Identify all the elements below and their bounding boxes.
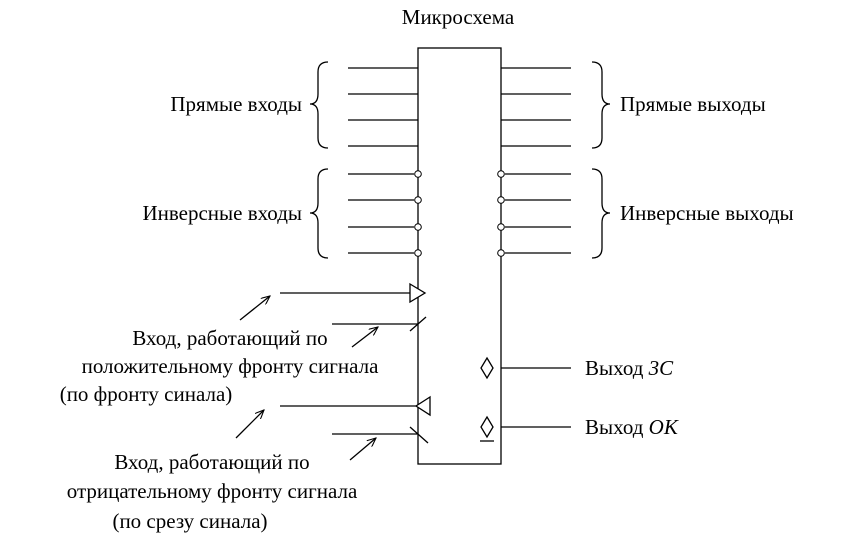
rising-edge-label-line2: положительному фронту сигнала [82, 354, 379, 378]
brace-inverse-inputs [309, 168, 329, 259]
inverse-inputs-label: Инверсные входы [142, 201, 302, 225]
falling-edge-label-line3: (по срезу синала) [112, 509, 267, 533]
output-3s-label: Выход 3С [585, 356, 674, 380]
brace-inverse-outputs [591, 168, 611, 259]
brace-direct-outputs [591, 61, 611, 149]
three-state-symbol [480, 356, 494, 380]
falling-edge-input-symbol [280, 395, 431, 417]
rising-edge-input-symbol [280, 282, 427, 304]
rising-edge-slash-input [332, 316, 427, 332]
direct-inputs-label: Прямые входы [170, 92, 302, 116]
output-ok-label: Выход ОК [585, 415, 679, 439]
falling-pointer-arrow-1 [235, 410, 264, 439]
rising-edge-label-line3: (по фронту синала) [60, 382, 233, 406]
inverse-outputs-label: Инверсные выходы [620, 201, 794, 225]
direct-output-lines [501, 67, 571, 147]
direct-outputs-label: Прямые выходы [620, 92, 766, 116]
falling-pointer-arrow-2 [349, 438, 376, 461]
direct-input-lines [348, 67, 418, 147]
rising-pointer-arrow-1 [239, 296, 270, 321]
rising-pointer-arrow-2 [351, 327, 378, 348]
inverse-input-lines [348, 170, 422, 257]
brace-direct-inputs [309, 61, 329, 149]
open-collector-symbol [480, 415, 494, 442]
falling-edge-label-line2: отрицательному фронту сигнала [67, 479, 358, 503]
falling-edge-slash-input [332, 426, 429, 444]
inverse-output-lines [497, 170, 571, 257]
diagram-title: Микросхема [402, 5, 515, 29]
falling-edge-label-line1: Вход, работающий по [114, 450, 309, 474]
rising-edge-label-line1: Вход, работающий по [132, 326, 327, 350]
